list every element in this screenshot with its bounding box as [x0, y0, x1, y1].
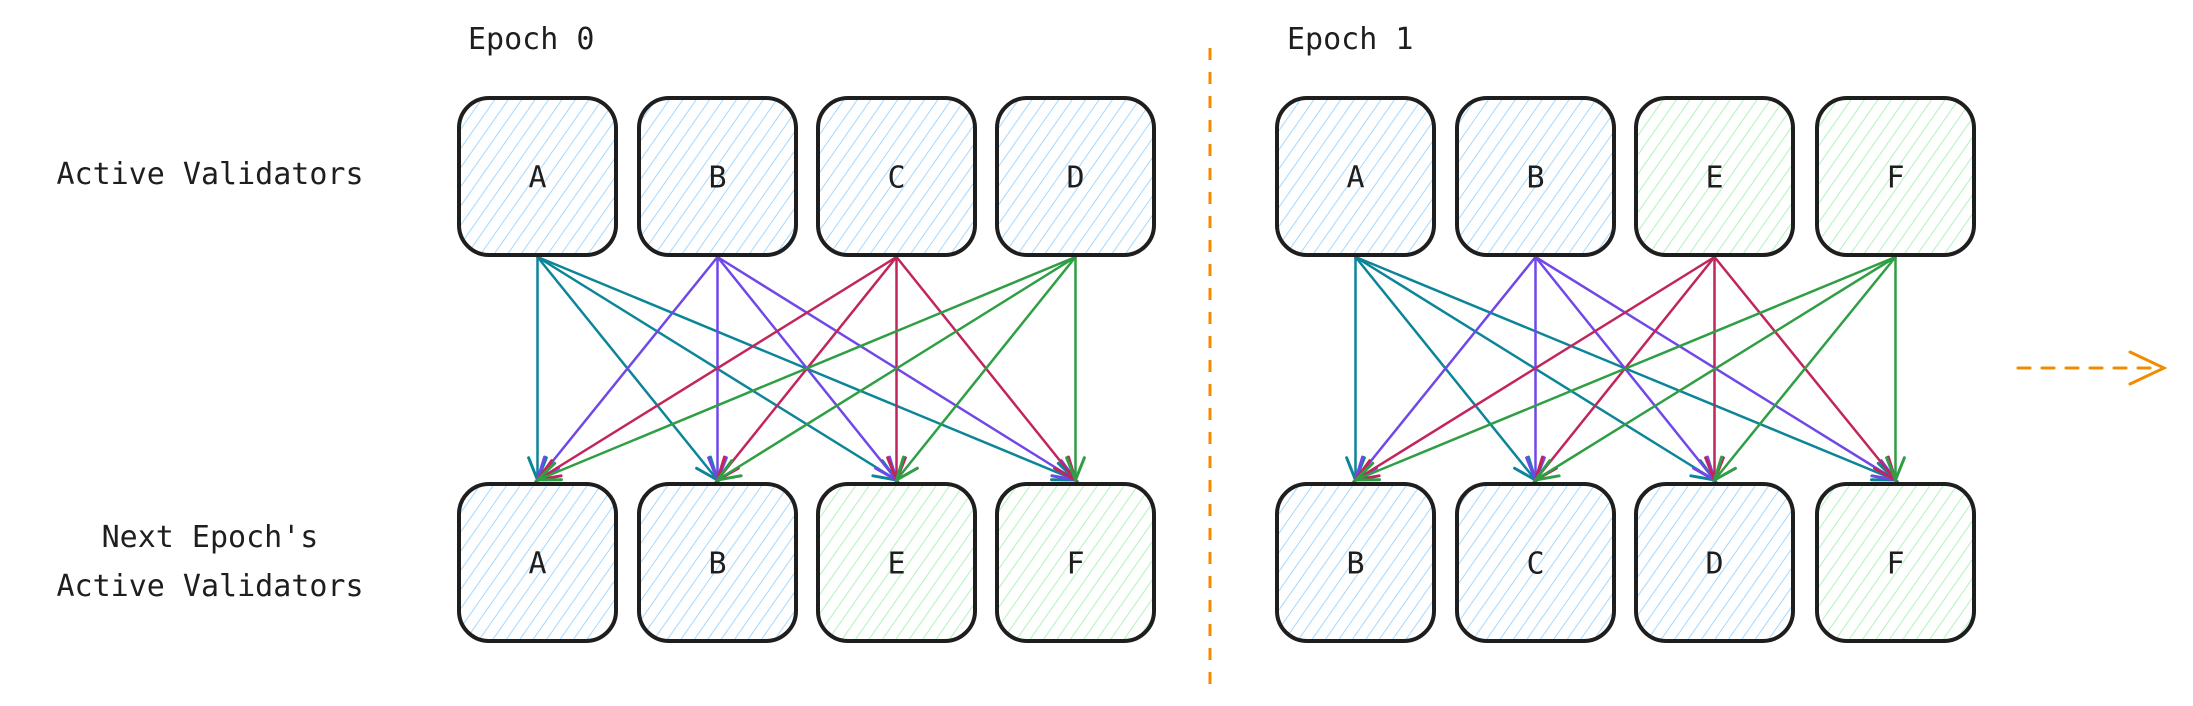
validator-label: F — [1886, 161, 1904, 196]
validator-box-epoch1-next-D: D — [1634, 482, 1795, 643]
validator-label: D — [1705, 547, 1723, 582]
validator-box-epoch0-next-F: F — [995, 482, 1156, 643]
boxes-layer: A B C D A B E F A B E F B C D F — [457, 96, 1976, 643]
validator-label: B — [1346, 547, 1364, 582]
validator-label: F — [1066, 547, 1084, 582]
continue-arrow-icon — [2016, 350, 2168, 386]
validator-label: B — [1526, 161, 1544, 196]
validator-label: E — [1705, 161, 1723, 196]
validator-label: A — [1346, 161, 1364, 196]
validator-box-epoch1-next-C: C — [1455, 482, 1616, 643]
validator-label: C — [887, 161, 905, 196]
validator-box-epoch0-next-E: E — [816, 482, 977, 643]
validator-box-epoch0-next-B: B — [637, 482, 798, 643]
validator-box-epoch0-active-B: B — [637, 96, 798, 257]
row-label-next-line1: Next Epoch's — [101, 520, 319, 555]
validator-label: D — [1066, 161, 1084, 196]
validator-box-epoch1-active-B: B — [1455, 96, 1616, 257]
arrow-epoch1-F-to-C — [1532, 255, 1897, 483]
arrow-epoch1-A-to-B — [1345, 255, 1366, 485]
validator-label: C — [1526, 547, 1544, 582]
arrow-epoch0-D-to-E — [893, 255, 1077, 484]
validator-label: F — [1886, 547, 1904, 582]
validator-label: E — [887, 547, 905, 582]
row-label-next-line2: Active Validators — [56, 569, 364, 604]
arrow-epoch0-D-to-A — [533, 255, 1077, 482]
validator-label: B — [708, 161, 726, 196]
arrow-epoch1-F-to-F — [1885, 255, 1906, 485]
validator-box-epoch1-next-B: B — [1275, 482, 1436, 643]
validator-box-epoch0-active-A: A — [457, 96, 618, 257]
arrow-epoch1-F-to-D — [1711, 255, 1897, 484]
arrow-epoch0-A-to-A — [527, 255, 548, 485]
validator-box-epoch1-active-F: F — [1815, 96, 1976, 257]
validator-box-epoch1-active-A: A — [1275, 96, 1436, 257]
validator-box-epoch0-active-C: C — [816, 96, 977, 257]
validator-box-epoch1-next-F: F — [1815, 482, 1976, 643]
validator-box-epoch0-next-A: A — [457, 482, 618, 643]
arrow-epoch0-D-to-F — [1065, 255, 1086, 485]
epoch-0-title: Epoch 0 — [468, 22, 595, 57]
validator-label: B — [708, 547, 726, 582]
validator-box-epoch0-active-D: D — [995, 96, 1156, 257]
arrow-epoch0-D-to-B — [714, 255, 1077, 483]
arrows-layer — [527, 255, 1906, 485]
arrow-epoch1-F-to-B — [1351, 255, 1897, 482]
validator-box-epoch1-active-E: E — [1634, 96, 1795, 257]
validator-label: A — [528, 161, 546, 196]
row-label-active-validators: Active Validators — [56, 157, 364, 192]
validator-label: A — [528, 547, 546, 582]
epoch-1-title: Epoch 1 — [1287, 22, 1414, 57]
